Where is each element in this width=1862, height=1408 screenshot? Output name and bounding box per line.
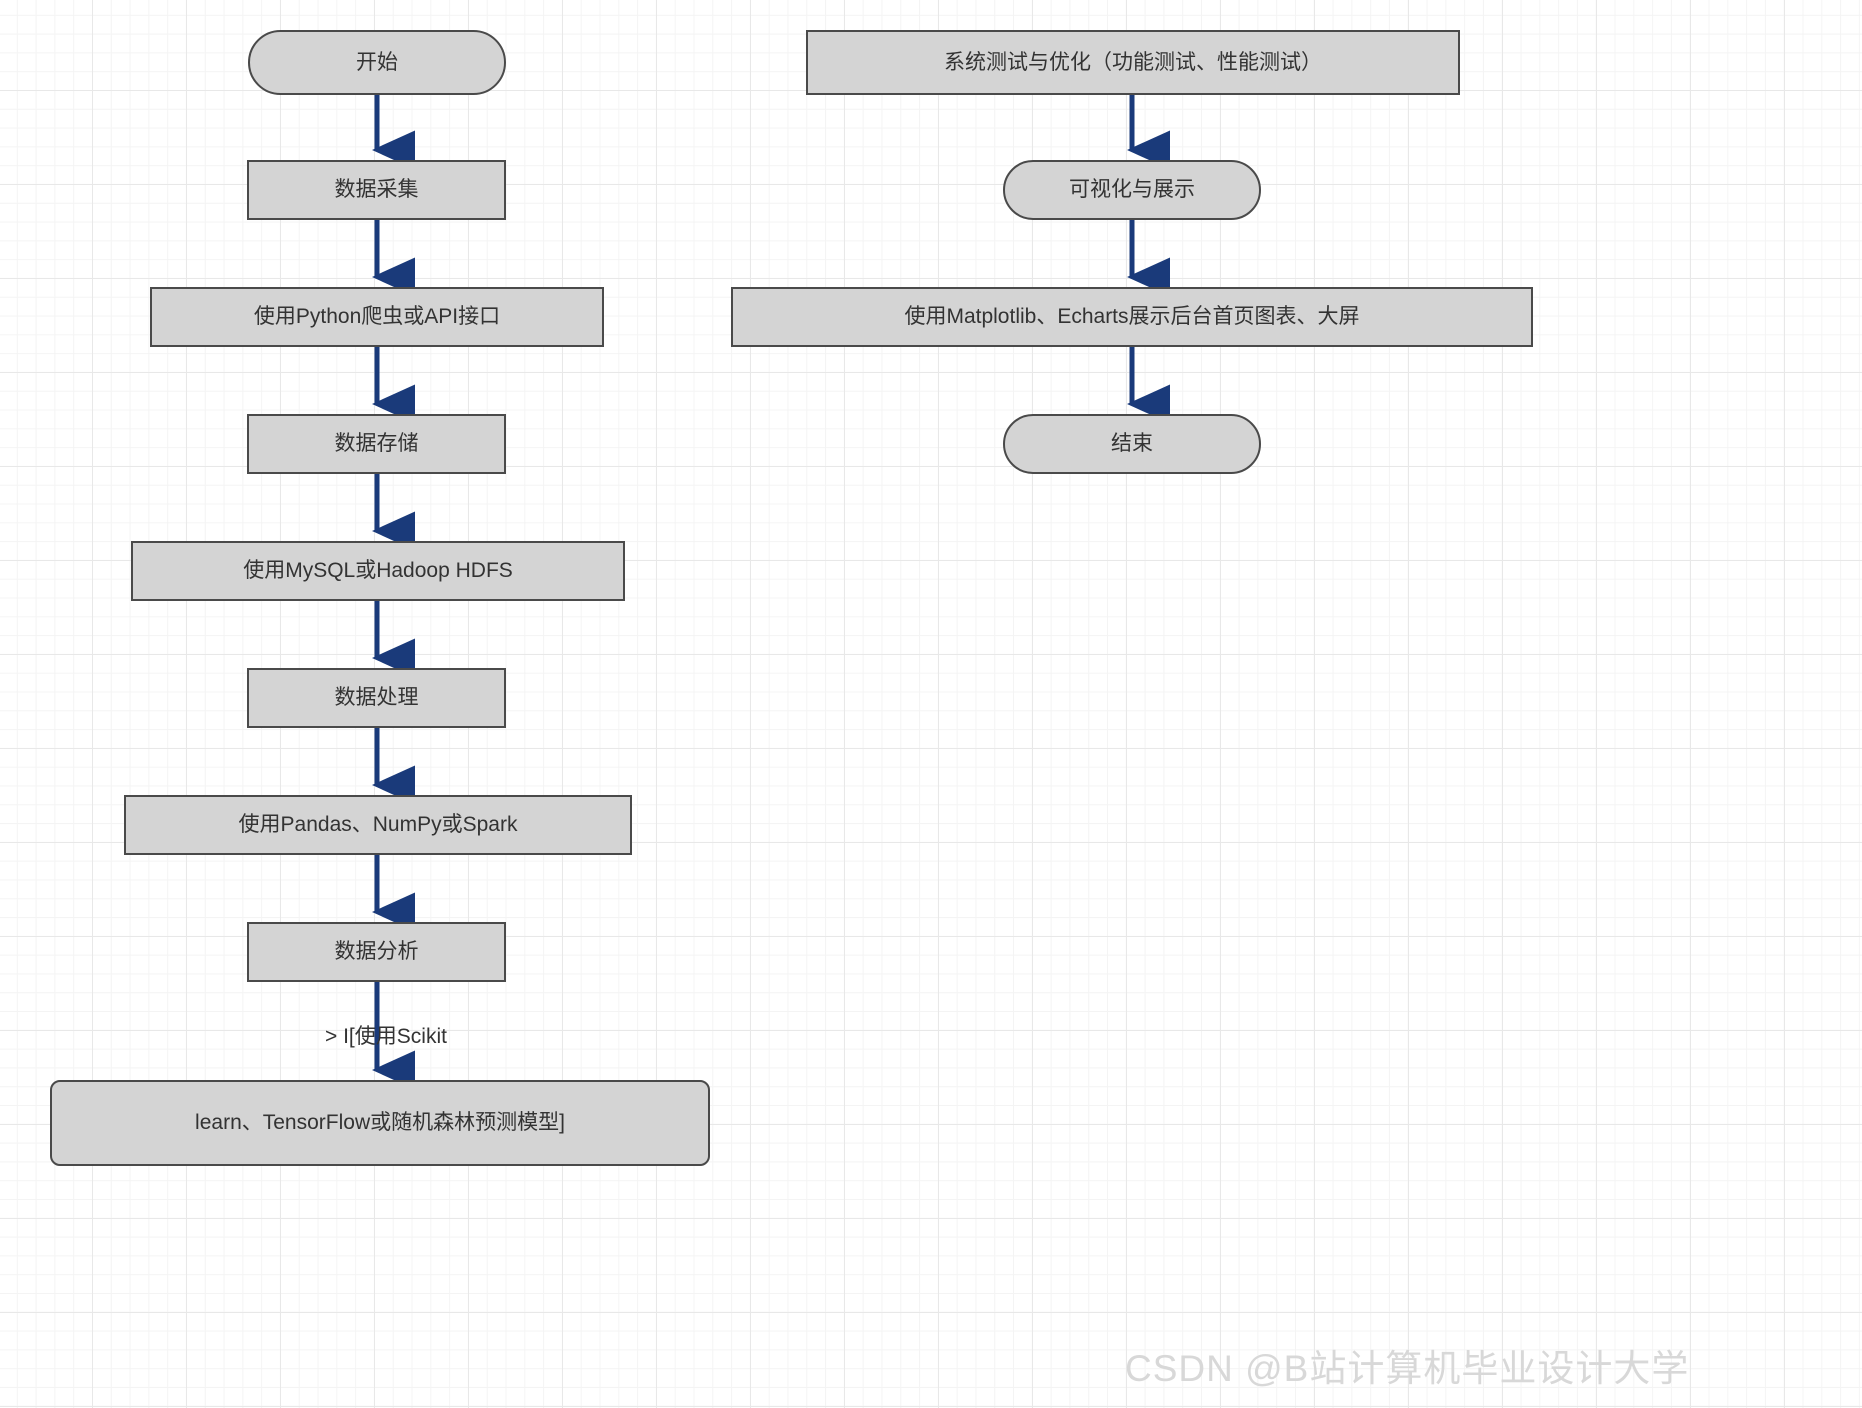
node-system-test[interactable]: 系统测试与优化（功能测试、性能测试）	[806, 30, 1460, 95]
node-start[interactable]: 开始	[248, 30, 506, 95]
node-end[interactable]: 结束	[1003, 414, 1261, 474]
node-data-collection[interactable]: 数据采集	[247, 160, 506, 220]
node-visualization[interactable]: 可视化与展示	[1003, 160, 1261, 220]
node-ml-models[interactable]: learn、TensorFlow或随机森林预测模型]	[50, 1080, 710, 1166]
node-data-analysis[interactable]: 数据分析	[247, 922, 506, 982]
node-python-crawler[interactable]: 使用Python爬虫或API接口	[150, 287, 604, 347]
node-matplotlib-echarts[interactable]: 使用Matplotlib、Echarts展示后台首页图表、大屏	[731, 287, 1533, 347]
node-data-storage[interactable]: 数据存储	[247, 414, 506, 474]
node-mysql-hadoop[interactable]: 使用MySQL或Hadoop HDFS	[131, 541, 625, 601]
edge-label-scikit: > I[使用Scikit	[325, 1025, 447, 1048]
node-pandas-numpy[interactable]: 使用Pandas、NumPy或Spark	[124, 795, 632, 855]
csdn-watermark: CSDN @B站计算机毕业设计大学	[1125, 1348, 1690, 1389]
node-data-processing[interactable]: 数据处理	[247, 668, 506, 728]
